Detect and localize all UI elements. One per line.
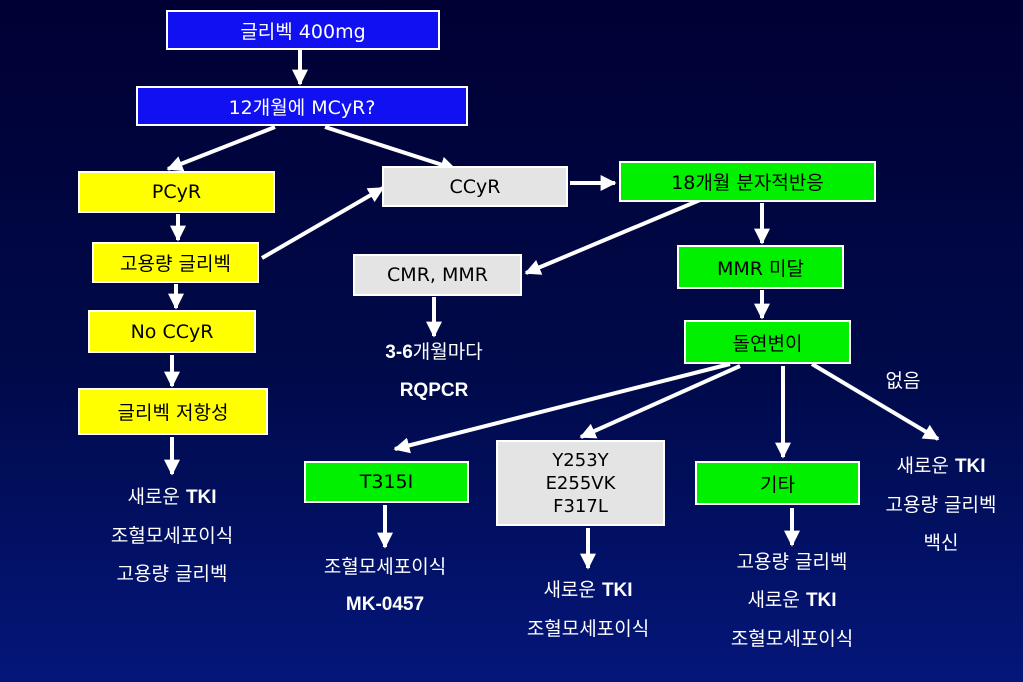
node-ccyr: CCyR [382,166,568,207]
mutation-y253y: Y253Y [552,449,609,471]
new-tki-bold: TKI [601,580,633,601]
arrow-mcyr-to-pcyr [166,125,276,172]
outcome-t315i: 조혈모세포이식 MK-0457 [285,548,485,624]
node-t315i: T315I [304,461,469,503]
node-mutation: 돌연변이 [684,320,851,364]
stem-cell-transplant: 조혈모세포이식 [730,628,854,650]
outcome-cmr-followup: 3-6개월마다 RQPCR [344,333,524,410]
node-pcyr: PCyR [78,171,275,213]
followup-test: RQPCR [399,380,469,401]
new-tki-text: 새로운 [127,486,186,508]
new-tki-bold: TKI [954,456,986,477]
arrow-mutation-to-group [579,364,741,439]
node-cmr-mmr: CMR, MMR [353,254,522,296]
node-mutation-group: Y253Y E255VK F317L [496,440,665,526]
arrow-highdose-to-ccyr [260,186,385,260]
high-dose-imatinib-option: 고용량 글리벡 [116,563,228,585]
new-tki-text: 새로운 [747,589,806,611]
stem-cell-transplant: 조혈모세포이식 [526,618,650,640]
followup-interval-number: 3-6 [385,342,413,363]
arrow-mutation-to-none [810,362,940,441]
label-none: 없음 [885,370,921,392]
node-imatinib-resistance: 글리벡 저항성 [78,388,268,435]
node-no-ccyr: No CCyR [88,310,256,353]
node-other: 기타 [695,461,860,505]
outcome-other: 고용량 글리벡 새로운 TKI 조혈모세포이식 [692,543,892,658]
arrow-mcyr-to-ccyr [324,125,457,173]
mutation-f317l: F317L [553,495,608,517]
node-mcyr-12-months: 12개월에 MCyR? [136,86,468,126]
mk-0457: MK-0457 [345,594,425,615]
high-dose-imatinib-option: 고용량 글리벡 [885,494,997,516]
stem-cell-transplant: 조혈모세포이식 [323,556,447,578]
high-dose-imatinib-option: 고용량 글리벡 [736,551,848,573]
node-high-dose-imatinib: 고용량 글리벡 [92,242,259,283]
outcome-resistance: 새로운 TKI 조혈모세포이식 고용량 글리벡 [72,478,272,593]
node-18-month-molecular-response: 18개월 분자적반응 [619,161,876,202]
node-imatinib-400mg: 글리벡 400mg [166,10,440,50]
node-mmr-not-reached: MMR 미달 [677,245,844,289]
outcome-none: 새로운 TKI 고용량 글리벡 백신 [861,447,1021,562]
followup-interval-unit: 개월마다 [412,341,483,363]
mutation-e255vk: E255VK [545,472,616,494]
outcome-mutation-group: 새로운 TKI 조혈모세포이식 [488,571,688,648]
new-tki-bold: TKI [805,590,837,611]
vaccine: 백신 [923,532,959,554]
arrow-18m-to-cmr [524,198,701,275]
new-tki-text: 새로운 [896,455,955,477]
stem-cell-transplant: 조혈모세포이식 [110,525,234,547]
new-tki-text: 새로운 [543,579,602,601]
new-tki-bold: TKI [185,487,217,508]
arrow-mutation-to-t315i [393,362,731,454]
